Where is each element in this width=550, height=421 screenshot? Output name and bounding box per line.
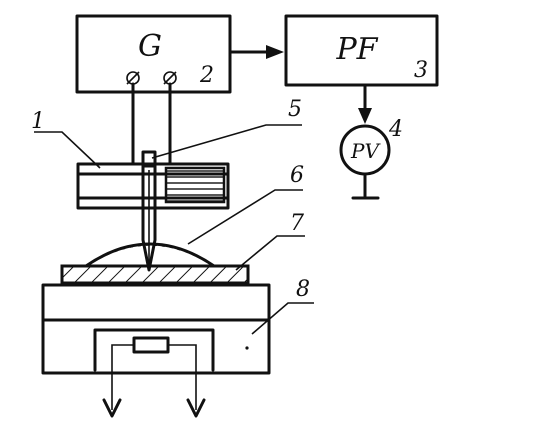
- voltmeter-number: 4: [388, 117, 403, 142]
- callout-1: 1: [31, 109, 45, 134]
- arrow-down-icon: [358, 108, 372, 124]
- generator-number: 2: [199, 63, 214, 88]
- generator-box: [75, 14, 232, 94]
- probe-needle: [141, 150, 157, 272]
- stage-body: [41, 283, 271, 375]
- coil-winding: [164, 166, 226, 204]
- arrow-down-icon: [102, 398, 122, 418]
- filter-block: PF 3: [284, 14, 439, 87]
- heater-housing: [93, 328, 215, 372]
- holder-frame: [76, 162, 230, 210]
- substrate-plate: [60, 264, 250, 285]
- needle-clamp: [141, 150, 157, 168]
- arrow-down-icon: [186, 398, 206, 418]
- callout-8: 8: [296, 277, 310, 302]
- generator-block: G 2: [75, 14, 232, 94]
- callout-6: 6: [290, 163, 304, 188]
- callout-7: 7: [290, 211, 304, 236]
- arrow-head-icon: [266, 45, 284, 59]
- resistor-icon: [132, 336, 170, 354]
- callout-5: 5: [288, 97, 302, 122]
- filter-number: 3: [414, 58, 428, 83]
- heater-stage: [41, 283, 271, 418]
- probe-holder: [76, 162, 230, 210]
- voltmeter-letter: PV: [350, 139, 381, 163]
- voltmeter: PV 4: [339, 117, 403, 200]
- callout-leaders: [34, 124, 314, 335]
- filter-box: [284, 14, 439, 87]
- generator-letter: G: [138, 29, 162, 64]
- filter-letter: PF: [335, 32, 378, 67]
- signal-arrow: [228, 45, 284, 59]
